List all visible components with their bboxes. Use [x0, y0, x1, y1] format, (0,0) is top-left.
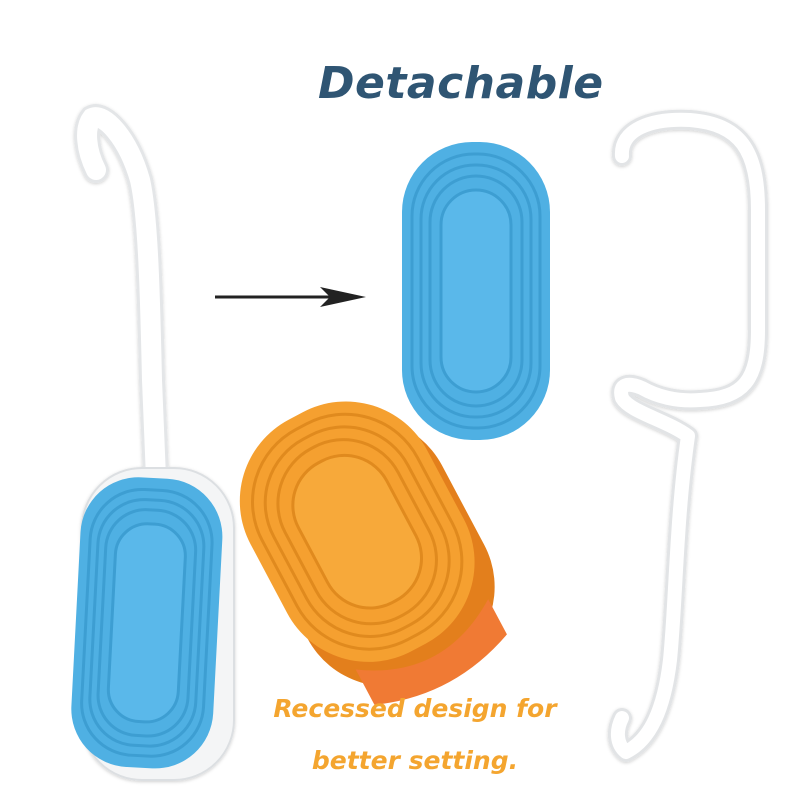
caption-line-1: Recessed design for	[273, 694, 557, 723]
blue-pad-icon	[71, 477, 223, 769]
page-title: Detachable	[318, 58, 604, 109]
caption-line-2: better setting.	[311, 746, 519, 775]
pick-hook-icon	[607, 109, 768, 762]
blue-pad-icon	[402, 142, 550, 440]
orange-pad-icon	[239, 401, 507, 705]
arrow-right-icon	[215, 287, 366, 307]
